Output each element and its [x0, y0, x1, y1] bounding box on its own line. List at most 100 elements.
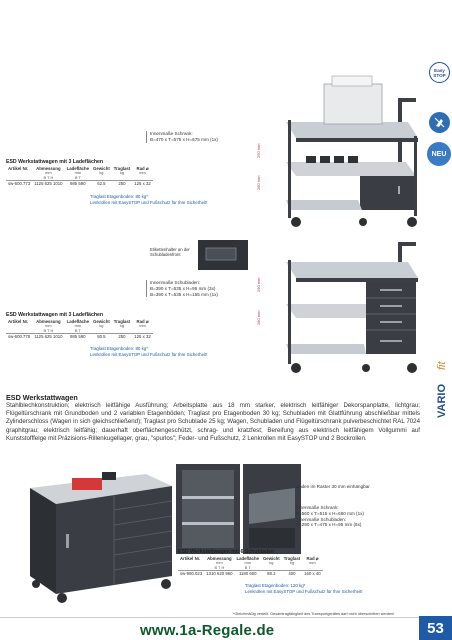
col-header: Abmessung	[36, 166, 61, 171]
website-link[interactable]: www.1a-Regale.de	[140, 622, 275, 639]
easystop-badge-line2: STOP	[433, 72, 446, 78]
product-title: ESD Werkstattwagen mit 3 Ladeflächen	[6, 159, 104, 165]
safety-note: Lenkrollen mit EasySTOP und Fußschutz fü…	[90, 200, 208, 205]
col-header: Artikel Nr.	[8, 166, 29, 171]
product-title: ESD Werkstattwagen mit 3 Ladeflächen	[6, 312, 104, 318]
product-title: ESD Werkstattwagen mit 6 Schubladen	[178, 549, 275, 555]
esd-hand-icon	[429, 112, 450, 133]
col-header: Rad ⌀	[136, 319, 149, 324]
cabinet-interior-photo	[176, 464, 240, 554]
col-header: Artikel Nr.	[8, 319, 29, 324]
subunit-cell: B T H	[43, 327, 54, 333]
table-cell: 62.5	[91, 180, 112, 188]
callout-line: Schubladenfront	[150, 252, 181, 258]
table-row: sw-980.023 1310 620 960 1180 600 88.2 40…	[178, 570, 323, 578]
workshop-trolley-six-drawers-photo	[6, 464, 176, 604]
unit-cell: mm	[139, 170, 146, 176]
unit-cell: kg	[119, 323, 125, 329]
article-number: sw-600.773	[6, 180, 33, 188]
interior-dimensions-callout: Innenmaße Schrank: B=560 x T=515 x H=660…	[296, 505, 364, 528]
description-paragraph: Stahlblechkonstruktion; elektrisch leitf…	[6, 402, 420, 442]
load-note: Traglast Etagenboden: 80 kg*	[90, 194, 148, 199]
unit-cell: mm	[244, 560, 251, 566]
spec-table: Artikel Nr. Abmessung Ladefläche Gewicht…	[6, 166, 153, 188]
table-row: sw-600.775 1125 625 1010 985 590 80.5 25…	[6, 333, 153, 341]
unit-cell: mm	[74, 170, 82, 176]
svg-text:fit: fit	[436, 361, 448, 371]
unit-cell: mm	[45, 323, 52, 329]
cabinet-dimensions-callout: Innenmaße Schrank: B=470 x T=575 x H=675…	[146, 131, 218, 143]
table-cell: 250	[111, 333, 133, 341]
vario-logo-icon: VARIO fit	[436, 361, 448, 419]
dimension-label-top: 290 mm	[256, 143, 261, 158]
col-header: Ladefläche	[66, 166, 90, 171]
callout-line: Innenmaße Schubladen:	[150, 280, 201, 285]
col-header: Traglast	[283, 556, 301, 561]
unit-cell: mm	[74, 323, 82, 329]
label-holder-closeup-photo	[198, 240, 248, 270]
table-cell: 250	[111, 180, 133, 188]
col-header: Gewicht	[262, 556, 280, 561]
new-badge: NEU	[427, 142, 451, 166]
col-header: Gewicht	[93, 166, 110, 171]
subunit-cell: B T	[74, 174, 81, 180]
unit-cell: mm	[45, 170, 52, 176]
drawer-interior-photo	[243, 464, 301, 554]
col-header: Rad ⌀	[306, 556, 319, 561]
callout-line: B=560 x T=515 x H=660 mm (1x)	[296, 510, 364, 516]
svg-text:VARIO: VARIO	[436, 384, 448, 418]
col-header: Artikel Nr.	[180, 556, 201, 561]
easystop-badge-line1: Easy	[434, 67, 445, 73]
dimension-label-bottom: 280 mm	[256, 310, 261, 325]
table-row: sw-600.773 1125 625 1010 985 590 62.5 25…	[6, 180, 153, 188]
load-note: Traglast Etagenboden: 80 kg*	[90, 346, 148, 351]
easystop-badge-icon: Easy STOP	[429, 62, 450, 83]
col-header: Abmessung	[207, 556, 232, 561]
callout-line: B=290 x T=475 x H=95 mm (6x)	[296, 522, 362, 528]
spec-table: Artikel Nr. Abmessung Ladefläche Gewicht…	[178, 556, 323, 578]
unit-cell: kg	[289, 560, 294, 566]
col-header: Abmessung	[36, 319, 61, 324]
unit-cell: kg	[99, 170, 104, 176]
safety-note: Lenkrollen mit EasySTOP und Fußschutz fü…	[90, 352, 208, 357]
callout-line: Innenmaße Schubladen:	[296, 516, 347, 522]
col-header: Traglast	[113, 319, 131, 324]
table-cell: 160 x 40	[302, 570, 323, 578]
col-header: Gewicht	[93, 319, 110, 324]
workshop-trolley-cabinet-photo	[248, 60, 426, 230]
col-header: Traglast	[113, 166, 131, 171]
col-header: Rad ⌀	[136, 166, 149, 171]
callout-line: B=390 x T=535 x H=95 mm (3x)	[150, 285, 216, 291]
label-holder-callout: Etikettenhalter an der Schubladenfront	[150, 247, 190, 257]
subunit-cell: B T	[244, 564, 251, 570]
table-cell: 985 590	[64, 180, 92, 188]
table-cell: 1125 625 1010	[32, 333, 65, 341]
callout-line: Etikettenhalter an der	[150, 247, 190, 252]
shelf-grid-callout: Böden im Raster 30 mm einhängbar	[296, 484, 370, 489]
footnote: *Gleichmäßig verteilt. Gesamtragfähigkei…	[233, 612, 395, 616]
callout-line: Innenmaße Schrank:	[296, 505, 339, 510]
table-cell: 1180 600	[234, 570, 261, 578]
callout-line: B=390 x T=535 x H=155 mm (1x)	[150, 291, 218, 297]
table-cell: 125 x 32	[132, 333, 153, 341]
table-cell: 1125 625 1010	[32, 180, 65, 188]
table-cell: 88.2	[260, 570, 282, 578]
table-cell: 400	[281, 570, 303, 578]
article-number: sw-980.023	[178, 570, 205, 578]
dimension-label-top: 290 mm	[256, 277, 261, 292]
article-number: sw-600.775	[6, 333, 33, 341]
dimension-label-bottom: 280 mm	[256, 175, 261, 190]
footer-divider	[0, 617, 419, 618]
unit-cell: kg	[99, 323, 104, 329]
table-cell: 1310 620 960	[204, 570, 235, 578]
section-heading: ESD Werkstattwagen	[6, 393, 78, 402]
unit-cell: mm	[309, 560, 316, 566]
unit-cell: kg	[269, 560, 274, 566]
subunit-cell: B T	[74, 327, 81, 333]
unit-cell: kg	[119, 170, 125, 176]
workshop-trolley-drawers-photo	[248, 232, 426, 377]
spec-table: Artikel Nr. Abmessung Ladefläche Gewicht…	[6, 319, 153, 341]
right-rail	[428, 0, 452, 640]
subunit-cell: B T H	[214, 564, 225, 570]
table-cell: 985 590	[64, 333, 92, 341]
